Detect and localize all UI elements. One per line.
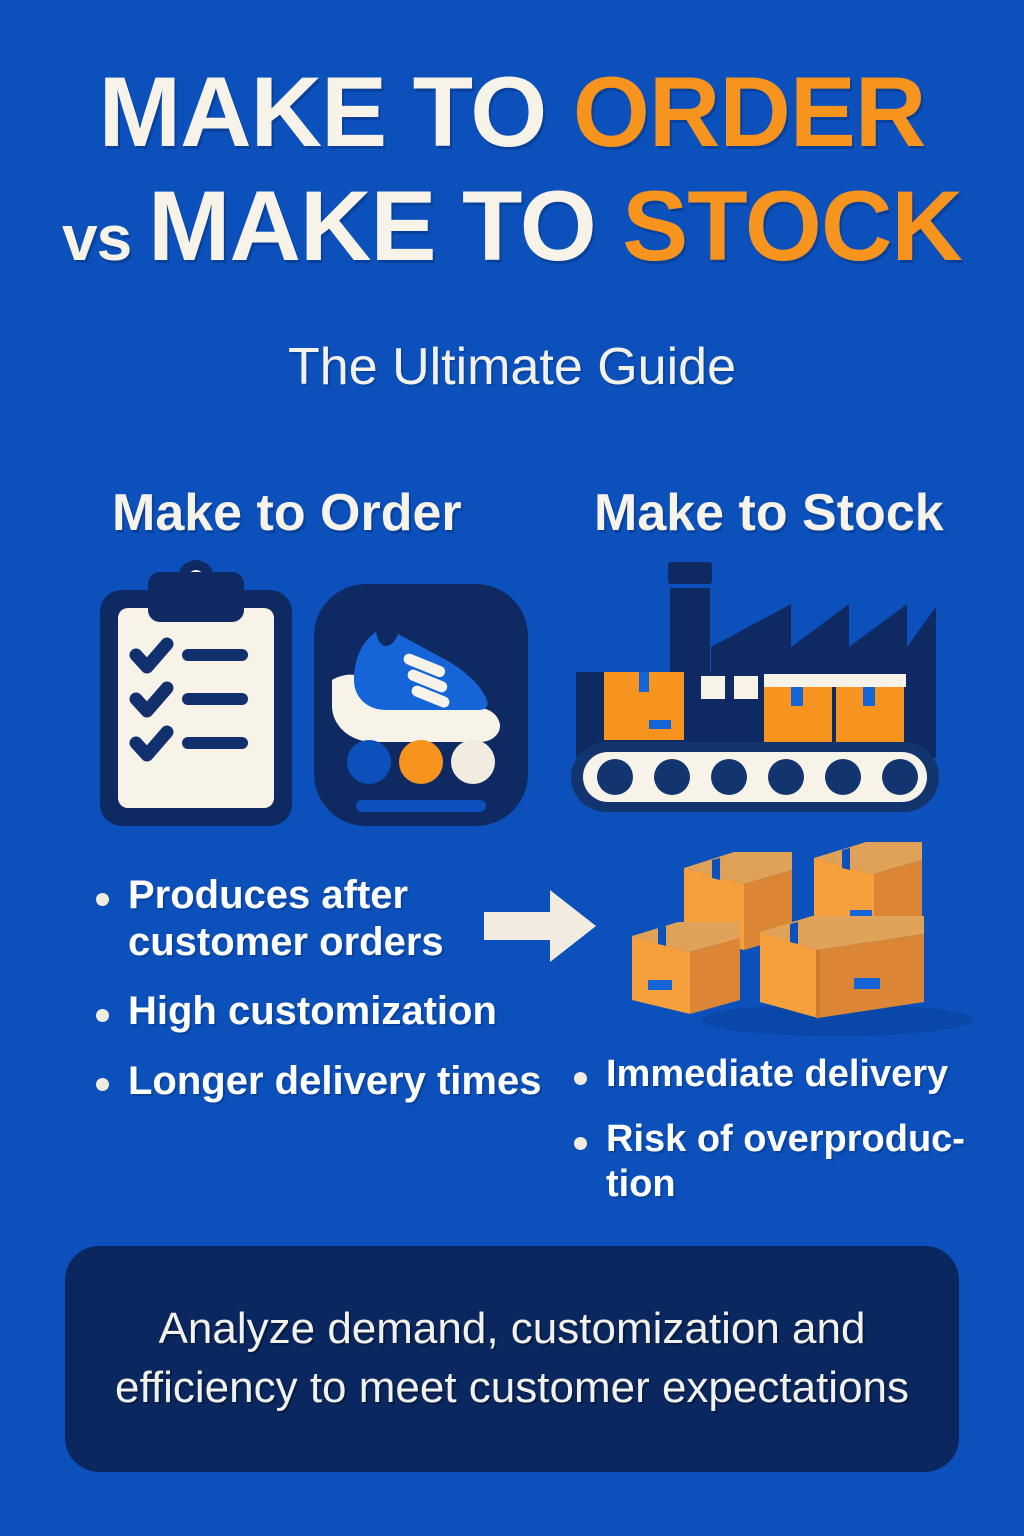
swatch-orange [399,740,443,784]
summary-banner-text: Analyze demand, customization and effici… [114,1304,910,1412]
title-line-1: MAKE TO ORDER [0,62,1024,161]
section-heading-make-to-order: Make to Order [112,484,462,542]
list-item: Risk of overproduc- tion [566,1117,1006,1207]
title-part-order: ORDER [572,56,927,167]
title-line-2: vs MAKE TO STOCK [0,176,1024,275]
title-part-vs: vs [62,202,149,274]
title-part-make-to: MAKE TO [98,56,573,167]
box-bottom-left [632,922,740,1014]
title-part-stock: STOCK [622,170,963,281]
section-heading-make-to-stock: Make to Stock [594,484,944,542]
list-item: Longer delivery times [88,1058,558,1105]
page-title: MAKE TO ORDER vs MAKE TO STOCK [0,62,1024,275]
list-item: Produces after customer orders [88,872,558,966]
sneaker-customization-icon [314,584,528,826]
swatch-cream [451,740,495,784]
title-part-make-to-2: MAKE TO [148,170,623,281]
list-item: High customization [88,988,558,1035]
list-item: Immediate delivery [566,1052,1006,1097]
box-bottom-right [760,916,924,1018]
clipboard-checklist-icon [100,560,292,826]
stacked-boxes-icon [632,842,972,1036]
swatch-blue [347,740,391,784]
page-subtitle: The Ultimate Guide [288,338,736,396]
factory-conveyor-icon [571,562,939,812]
summary-banner: Analyze demand, customization and effici… [65,1246,959,1472]
right-arrow-icon [484,890,596,962]
bullet-list-make-to-order: Produces after customer orders High cust… [88,872,558,1127]
bullet-list-make-to-stock: Immediate delivery Risk of overproduc- t… [566,1052,1006,1226]
